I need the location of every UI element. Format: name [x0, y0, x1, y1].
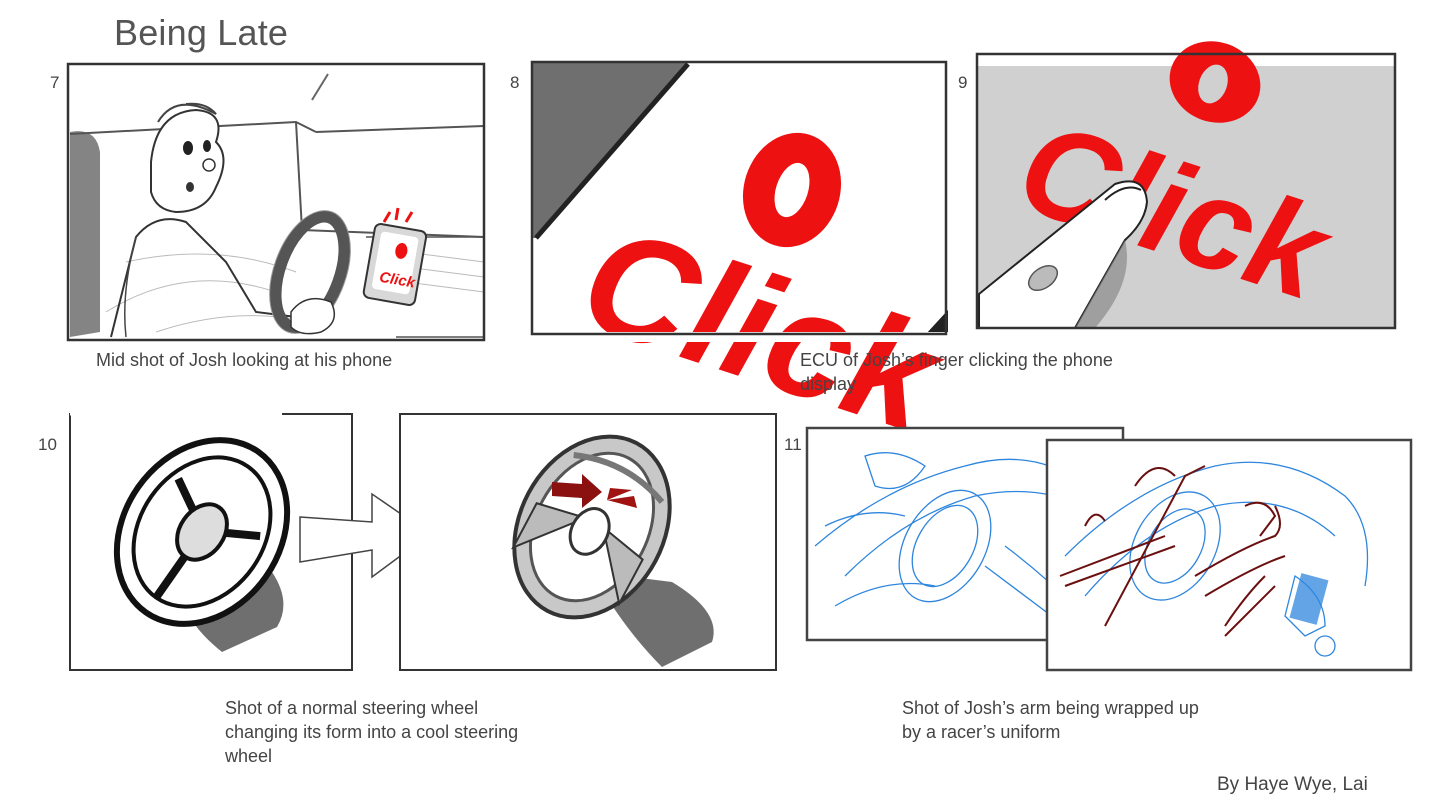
- panel-number-10: 10: [38, 435, 57, 454]
- panel-11-sketch: [805, 426, 1413, 672]
- panel-number-7: 7: [50, 73, 60, 92]
- panel-7-phone-click-text: Click: [378, 269, 417, 292]
- caption-panel-10: Shot of a normal steering wheel changing…: [225, 698, 519, 766]
- panel-number-8: 8: [510, 73, 520, 92]
- caption-panel-7: Mid shot of Josh looking at his phone: [96, 350, 393, 370]
- panel-number-11: 11: [784, 435, 802, 454]
- caption-panel-11: Shot of Josh’s arm being wrapped up by a…: [902, 698, 1199, 742]
- panel-9-sketch: Click: [975, 41, 1397, 330]
- caption-panel-9: ECU of Josh’s finger clicking the phone …: [800, 350, 1113, 394]
- panel-7-sketch: Click: [66, 62, 486, 342]
- page-title: Being Late: [114, 12, 289, 53]
- panel-10-sketch: [69, 412, 777, 671]
- panel-8-sketch: Click: [530, 60, 963, 466]
- panel-number-9: 9: [958, 73, 968, 92]
- author-credit: By Haye Wye, Lai: [1217, 774, 1368, 795]
